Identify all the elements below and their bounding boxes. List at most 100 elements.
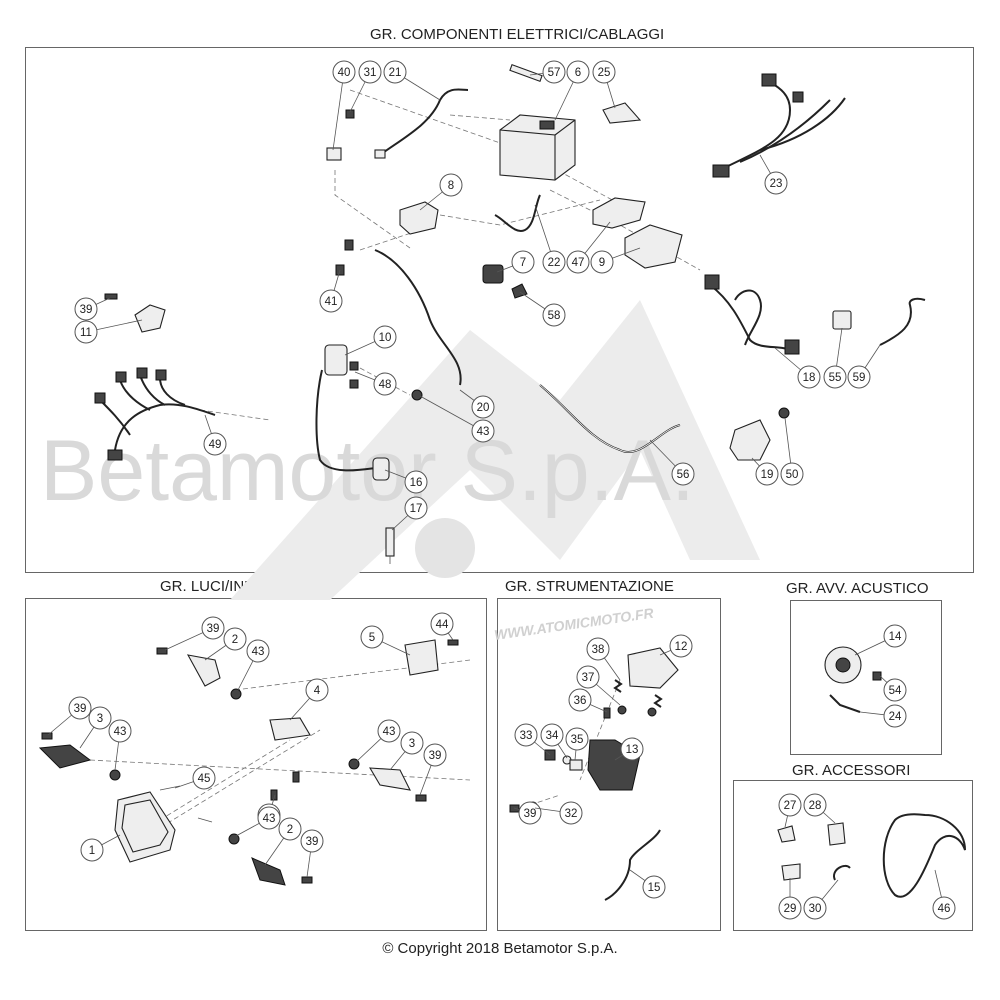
callout-balloon <box>423 743 447 767</box>
guide-line <box>159 739 291 821</box>
callout-lights-3: 3 <box>389 731 424 771</box>
callout-balloon <box>201 616 225 640</box>
part-54-screw <box>872 671 882 681</box>
part-1-headlight <box>114 791 176 863</box>
callout-number: 43 <box>114 726 127 738</box>
callout-number: 44 <box>436 619 449 631</box>
callout-electrical-49: 49 <box>203 414 227 456</box>
part-19-starter-relay <box>729 419 771 461</box>
part-5-plate-light <box>404 639 439 676</box>
callout-electrical-16: 16 <box>384 469 428 494</box>
callout-instruments-37: 37 <box>576 665 621 706</box>
callout-number: 43 <box>383 726 396 738</box>
callout-balloon <box>755 462 779 486</box>
part-6-battery <box>499 114 576 181</box>
callout-number: 21 <box>389 67 402 79</box>
callout-balloon <box>74 297 98 321</box>
part-48-screw <box>349 379 359 389</box>
part-2-indicator <box>186 654 221 687</box>
callout-number: 43 <box>252 646 265 658</box>
callout-number: 12 <box>675 641 688 653</box>
part-42-screw <box>292 771 300 783</box>
callout-electrical-18: 18 <box>774 347 821 389</box>
callout-balloon <box>778 793 802 817</box>
panel-horn <box>790 600 942 755</box>
callout-accessories-27: 27 <box>778 793 802 828</box>
callout-number: 11 <box>80 327 92 339</box>
callout-number: 14 <box>889 631 902 643</box>
callout-number: 6 <box>575 67 581 79</box>
callout-number: 41 <box>325 296 338 308</box>
callout-balloon <box>565 727 589 751</box>
callout-number: 2 <box>232 634 238 646</box>
part-18-harness <box>704 274 800 355</box>
section-title-horn: GR. AVV. ACUSTICO <box>786 580 929 597</box>
callout-balloon <box>576 665 600 689</box>
callout-number: 2 <box>287 824 293 836</box>
callout-number: 54 <box>889 685 902 697</box>
callout-balloon <box>566 250 590 274</box>
callout-electrical-31: 31 <box>349 60 382 113</box>
callout-number: 39 <box>207 623 220 635</box>
part-30-cable <box>833 864 851 881</box>
part-3-indicator <box>38 744 92 769</box>
callout-instruments-13: 13 <box>614 737 644 761</box>
callout-number: 58 <box>548 310 561 322</box>
watermark-logo <box>230 300 760 600</box>
part-7-cap <box>482 264 504 284</box>
callout-balloon <box>88 706 112 730</box>
callout-number: 39 <box>74 703 87 715</box>
panel-instruments <box>497 598 721 931</box>
watermark-logo-circle <box>415 518 475 578</box>
callout-number: 30 <box>809 903 822 915</box>
callout-balloon <box>542 303 566 327</box>
part-44-screw <box>447 639 459 646</box>
callout-balloon <box>471 395 495 419</box>
callout-balloon <box>68 696 92 720</box>
callout-balloon <box>671 462 695 486</box>
callout-electrical-7: 7 <box>496 250 535 274</box>
callout-lights-43: 43 <box>108 719 132 771</box>
callout-balloon <box>80 838 104 862</box>
part-37-grommet <box>617 705 627 715</box>
part-22-cable <box>494 194 541 232</box>
callout-number: 7 <box>520 257 526 269</box>
callout-lights-39: 39 <box>164 616 225 651</box>
callout-electrical-43: 43 <box>419 395 495 443</box>
guide-line <box>439 199 601 226</box>
callout-lights-3: 3 <box>79 706 112 749</box>
part-16-spark-cap <box>372 457 390 481</box>
callout-electrical-58: 58 <box>519 291 566 327</box>
callout-number: 3 <box>97 713 103 725</box>
guide-line <box>579 679 621 781</box>
callout-number: 27 <box>784 800 797 812</box>
guide-line <box>334 170 411 249</box>
callout-horn-14: 14 <box>854 624 907 656</box>
callout-accessories-29: 29 <box>778 878 802 920</box>
callout-lights-45: 45 <box>174 766 216 790</box>
callout-number: 22 <box>548 257 561 269</box>
callout-lights-43: 43 <box>355 719 401 763</box>
callout-number: 32 <box>565 808 578 820</box>
callout-electrical-17: 17 <box>391 496 428 531</box>
callout-lights-44: 44 <box>430 612 454 641</box>
callout-balloon <box>471 419 495 443</box>
callout-electrical-19: 19 <box>751 457 779 486</box>
callout-balloon <box>305 678 329 702</box>
callout-electrical-55: 55 <box>823 327 847 389</box>
callout-number: 13 <box>626 744 639 756</box>
callout-electrical-25: 25 <box>592 60 616 109</box>
callout-balloon <box>404 496 428 520</box>
callout-number: 40 <box>338 67 351 79</box>
callout-instruments-39: 39 <box>513 801 542 825</box>
callout-balloon <box>383 60 407 84</box>
callout-balloon <box>847 365 871 389</box>
part-45-screw <box>197 817 213 823</box>
part-43-nut <box>228 833 240 845</box>
part-42-screw <box>270 789 278 801</box>
part-24-bracket <box>829 694 861 713</box>
callout-number: 17 <box>410 503 423 515</box>
callout-lights-2: 2 <box>204 627 247 661</box>
callout-number: 50 <box>786 469 799 481</box>
